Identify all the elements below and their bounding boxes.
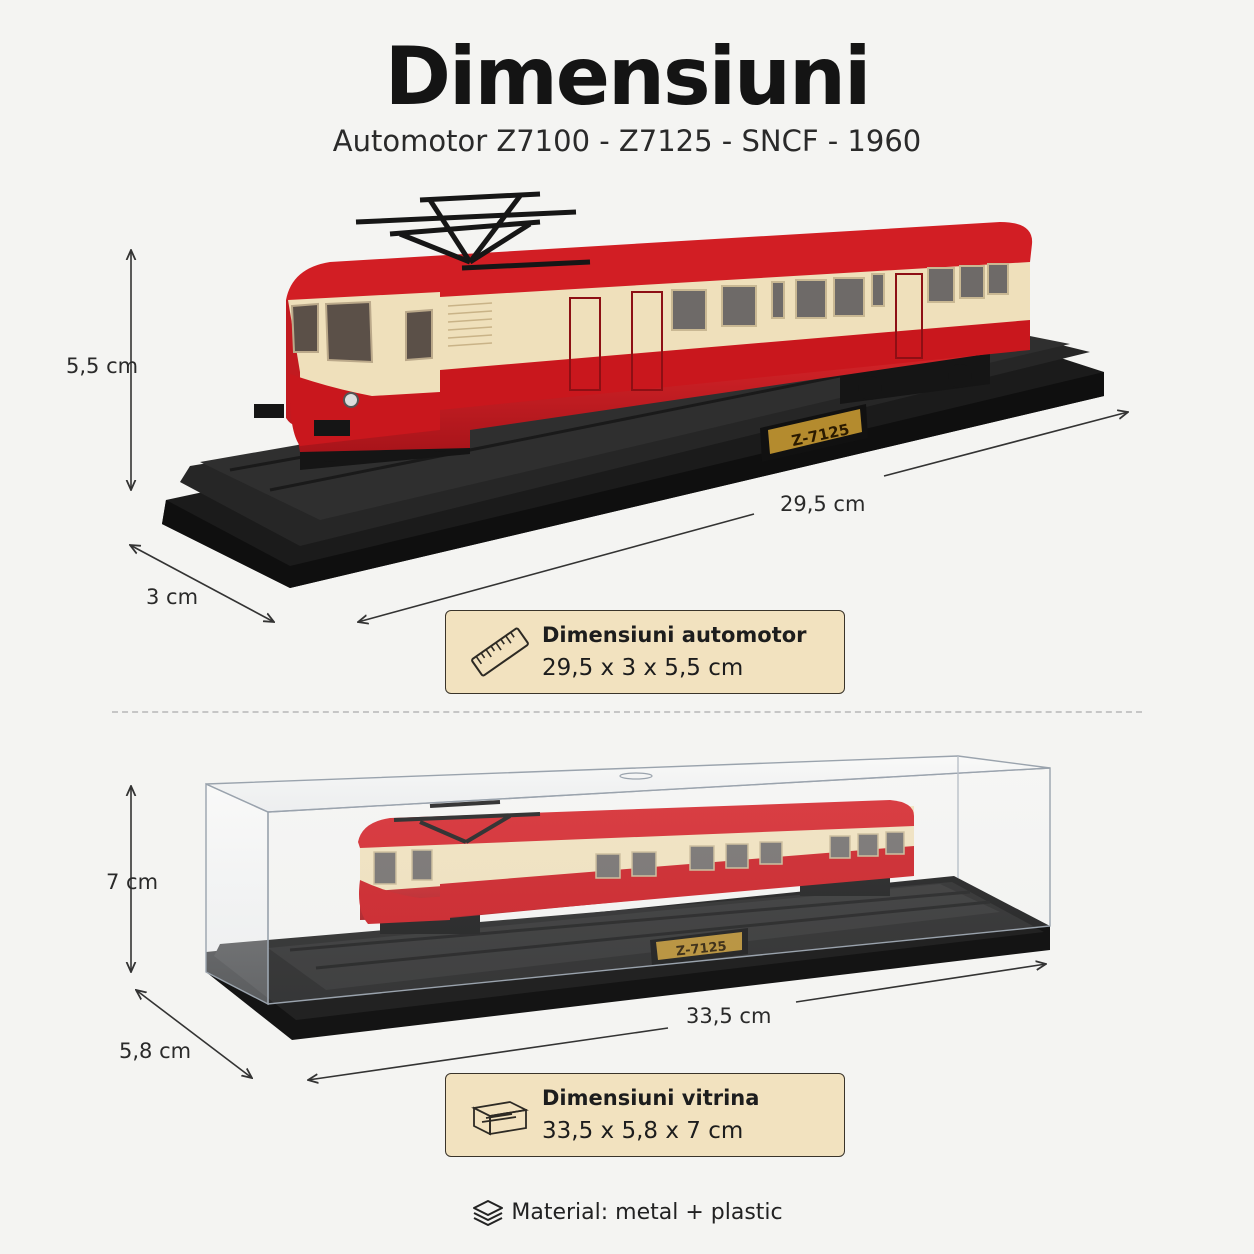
showcase-depth-label: 5,8 cm: [119, 1039, 192, 1063]
length-label: 29,5 cm: [780, 492, 866, 516]
showcase-length-label: 33,5 cm: [686, 1004, 772, 1028]
model-dimensions-box: Dimensiuni automotor 29,5 x 3 x 5,5 cm: [445, 610, 845, 694]
side-windows: [671, 263, 1009, 331]
depth-arrow: [130, 545, 274, 622]
material-note: Material: metal + plastic: [0, 1198, 1254, 1228]
showcase-illustration: Z-7125: [205, 755, 1051, 1040]
material-text: Material: metal + plastic: [511, 1200, 783, 1225]
name-plaque: Z-7125: [760, 404, 868, 462]
layers-icon: [471, 1198, 505, 1228]
train-model-top: Z-7125: [162, 191, 1104, 588]
showcase-length-arrow-a: [308, 1027, 669, 1080]
depth-label: 3 cm: [146, 585, 199, 609]
showcase-dimensions-value: 33,5 x 5,8 x 7 cm: [542, 1118, 744, 1144]
page-title: Dimensiuni: [384, 30, 872, 123]
showcase-depth-arrow: [136, 990, 252, 1078]
showcase-dimensions-box: Dimensiuni vitrina 33,5 x 5,8 x 7 cm: [445, 1073, 845, 1157]
length-arrow-b: [883, 412, 1128, 477]
pantograph: [355, 191, 591, 271]
model-dimensions-title: Dimensiuni automotor: [542, 623, 807, 647]
showcase-height-label: 7 cm: [106, 870, 159, 894]
model-dimensions-value: 29,5 x 3 x 5,5 cm: [542, 655, 744, 681]
length-arrow-a: [358, 513, 755, 622]
ruler-icon: [471, 627, 529, 677]
page-subtitle: Automotor Z7100 - Z7125 - SNCF - 1960: [332, 124, 922, 158]
showcase-length-arrow-b: [795, 964, 1046, 1003]
showcase-dimensions-title: Dimensiuni vitrina: [542, 1086, 760, 1110]
height-label: 5,5 cm: [66, 354, 139, 378]
display-case-icon: [471, 1101, 529, 1136]
glass-case: [205, 755, 1051, 1006]
section-divider: [112, 711, 1142, 713]
